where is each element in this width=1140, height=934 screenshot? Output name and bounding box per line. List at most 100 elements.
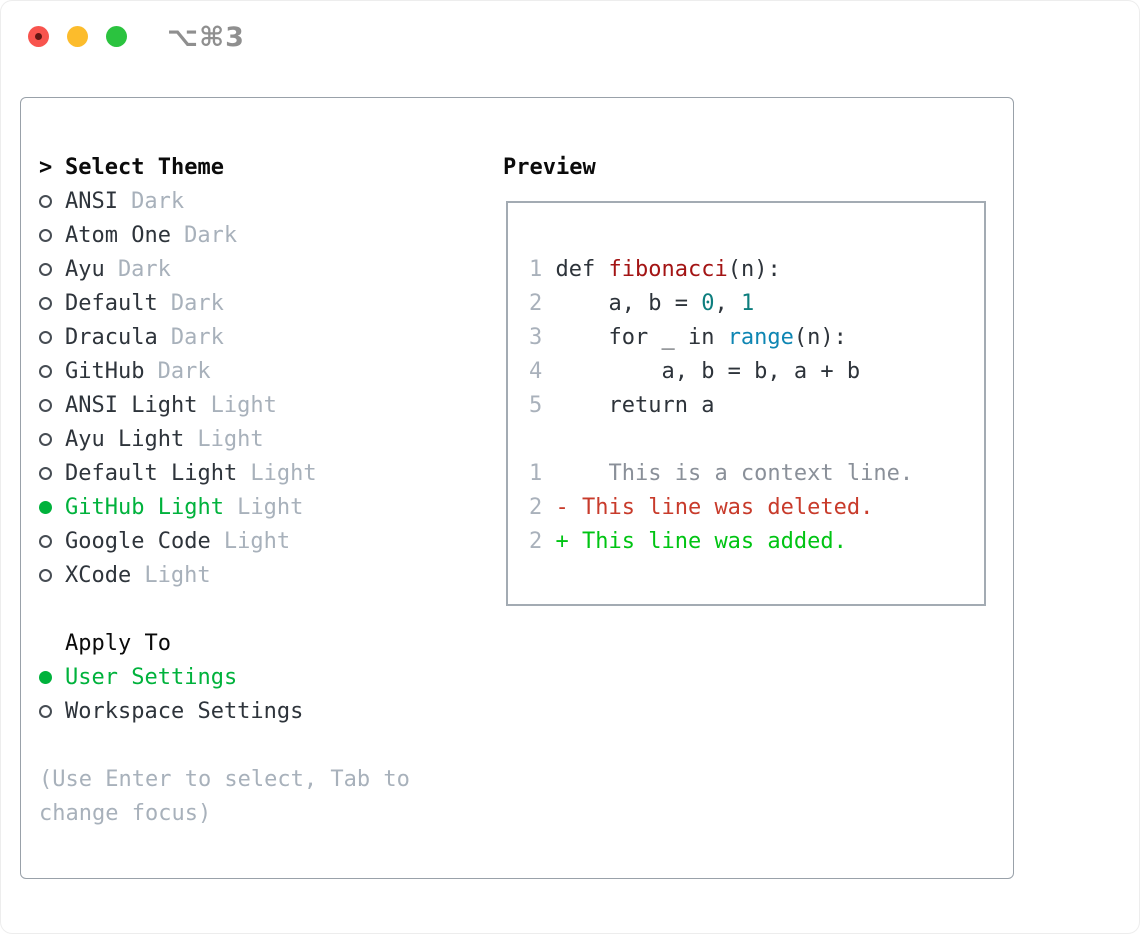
line-number: 1 [529,256,556,282]
code-token-num: 1 [740,290,755,316]
zoom-button[interactable] [106,26,127,47]
option-label: Google Code [65,528,211,554]
code-token-added: + This line was added. [555,528,847,554]
radio-icon [39,704,52,718]
apply-option-user-settings[interactable]: User Settings [39,660,410,694]
option-label: Default Light [65,460,238,486]
diff-added-line: 2 + This line was added. [529,524,913,558]
hint-text-line1: (Use Enter to select, Tab to [39,766,410,792]
diff-deleted-line: 2 - This line was deleted. [529,490,913,524]
radio-cell [39,534,65,548]
radio-cell [39,398,65,412]
code-token-code: def [555,256,609,282]
theme-option-ayu[interactable]: Ayu Dark [39,252,410,286]
window-titlebar: ⌥⌘3 [0,0,1140,75]
diff-context-line: 1 This is a context line. [529,456,913,490]
radio-icon [39,262,52,276]
option-label: GitHub Light [65,494,224,520]
option-label: Ayu [65,256,105,282]
radio-cell [39,568,65,582]
code-token-code: a, b = b, a + b [555,358,861,384]
option-label: Dracula [65,324,158,350]
code-line-3: 3 for _ in range(n): [529,320,913,354]
radio-icon [39,330,52,344]
radio-icon [39,296,52,310]
window-title-shortcut: ⌥⌘3 [167,22,245,53]
line-number: 1 [529,460,556,486]
option-label: Atom One [65,222,171,248]
code-line-2: 2 a, b = 0, 1 [529,286,913,320]
code-token-num: 0 [701,290,715,316]
radio-cell [39,500,65,514]
radio-cell [39,262,65,276]
code-token-func: fibonacci [608,256,728,282]
radio-icon [39,568,52,582]
radio-cell [39,704,65,718]
theme-variant-tag: Light [197,426,264,452]
theme-variant-tag: Dark [157,358,211,384]
close-button[interactable] [28,26,49,47]
radio-cell [39,330,65,344]
theme-option-github-light[interactable]: GitHub Light Light [39,490,410,524]
radio-cell [39,194,65,208]
code-token-code: (n): [727,256,781,282]
theme-variant-tag: Dark [117,256,171,282]
theme-option-atom-one[interactable]: Atom One Dark [39,218,410,252]
radio-icon [39,398,52,412]
code-token-code: a, b = [555,290,702,316]
radio-icon [39,364,52,378]
theme-variant-tag: Dark [170,324,224,350]
theme-variant-tag: Dark [184,222,238,248]
radio-icon [39,534,52,548]
code-line-1: 1 def fibonacci(n): [529,252,913,286]
radio-icon [39,432,52,446]
radio-cell [39,228,65,242]
theme-option-default[interactable]: Default Dark [39,286,410,320]
theme-option-github[interactable]: GitHub Dark [39,354,410,388]
theme-variant-tag: Light [223,528,291,554]
code-token-code: (n): [793,324,847,350]
minimize-button[interactable] [67,26,88,47]
prompt-icon: > [39,154,53,180]
hint-text-line2: change focus) [39,800,212,826]
blank-line [529,218,913,252]
code-token-context: This is a context line. [555,460,914,486]
line-number: 3 [529,324,556,350]
theme-variant-tag: Dark [170,290,224,316]
option-label: Default [65,290,158,316]
radio-cell [39,670,65,684]
preview-title: Preview [503,154,596,180]
select-theme-header: >Select Theme [39,150,410,184]
radio-cell [39,296,65,310]
line-number: 5 [529,392,556,418]
radio-selected-icon [39,500,52,514]
option-label: Workspace Settings [65,698,304,724]
apply-to-header: Apply To [39,626,410,660]
radio-icon [39,228,52,242]
apply-option-workspace-settings[interactable]: Workspace Settings [39,694,410,728]
code-token-builtin: range [727,324,794,350]
theme-option-google-code[interactable]: Google Code Light [39,524,410,558]
option-label: XCode [65,562,132,588]
spacer-row [39,592,410,626]
code-token-code: , [714,290,741,316]
code-line-5: 5 return a [529,388,913,422]
theme-option-dracula[interactable]: Dracula Dark [39,320,410,354]
option-label: GitHub [65,358,145,384]
theme-variant-tag: Light [237,494,304,520]
theme-variant-tag: Light [210,392,277,418]
line-number: 2 [529,528,556,554]
code-token-deleted: - This line was deleted. [555,494,874,520]
spacer-row [39,728,410,762]
line-number: 4 [529,358,556,384]
